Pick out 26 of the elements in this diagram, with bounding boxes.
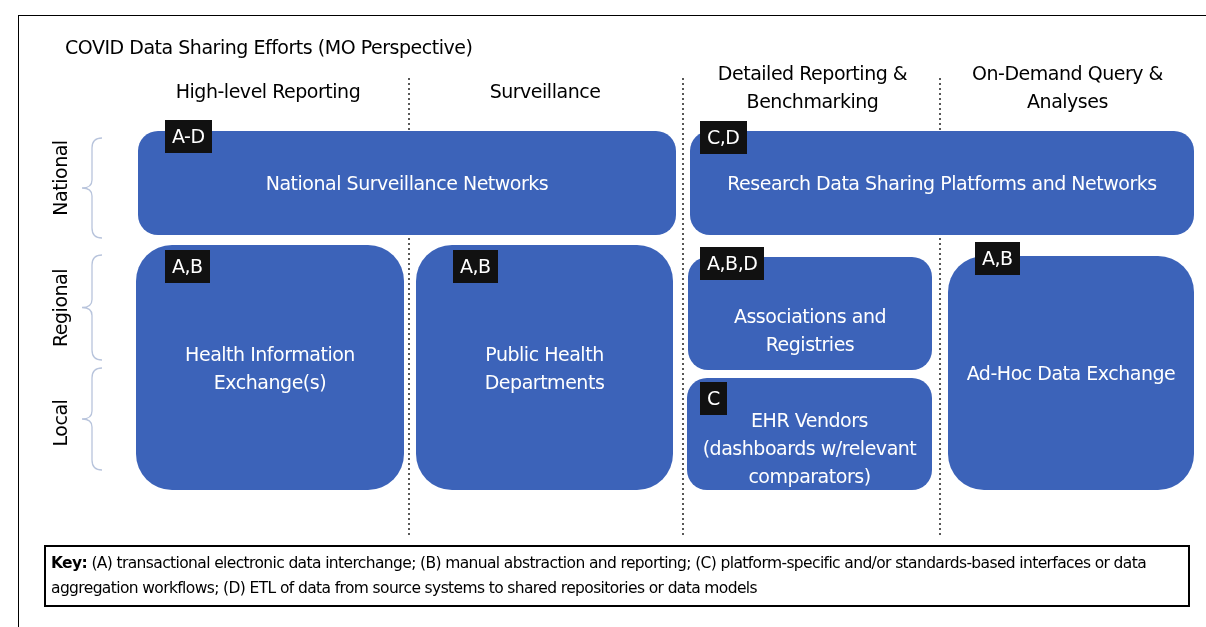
- method-tag: C,D: [700, 121, 747, 154]
- method-tag: C: [700, 382, 727, 415]
- category-box: [687, 378, 932, 490]
- column-header: Detailed Reporting & Benchmarking: [716, 61, 909, 114]
- column-header: High-level Reporting: [174, 79, 362, 104]
- method-tag: A,B: [975, 242, 1020, 275]
- row-label: Local: [50, 399, 70, 447]
- category-label: Health Information Exchange(s): [184, 341, 356, 395]
- category-label: Research Data Sharing Platforms and Networks: [726, 171, 1158, 196]
- category-box: [136, 245, 404, 490]
- method-tag: A,B,D: [700, 247, 765, 280]
- method-tag: A-D: [165, 120, 212, 153]
- diagram-title: COVID Data Sharing Efforts (MO Perspective): [65, 35, 473, 60]
- category-label: Public Health Departments: [483, 341, 606, 395]
- method-tag: A,B: [453, 250, 498, 283]
- column-header: Surveillance: [488, 79, 602, 104]
- category-label: Associations and Registries: [732, 303, 888, 357]
- category-box: [416, 245, 673, 490]
- method-tag: A,B: [165, 250, 210, 283]
- row-label: National: [50, 140, 70, 216]
- category-label: National Surveillance Networks: [264, 171, 550, 196]
- key-box: [44, 545, 1190, 607]
- row-label: Regional: [50, 268, 70, 348]
- category-label: Ad-Hoc Data Exchange: [965, 361, 1177, 386]
- column-header: On-Demand Query & Analyses: [971, 61, 1164, 114]
- key-text: Key: (A) transactional electronic data interchange; (B) manual abstraction and reporting; (C) platform-specific and/or standards-based interfaces or data aggregation workflows; (D) ETL of data from source systems to shared repositories or data models: [51, 553, 1147, 599]
